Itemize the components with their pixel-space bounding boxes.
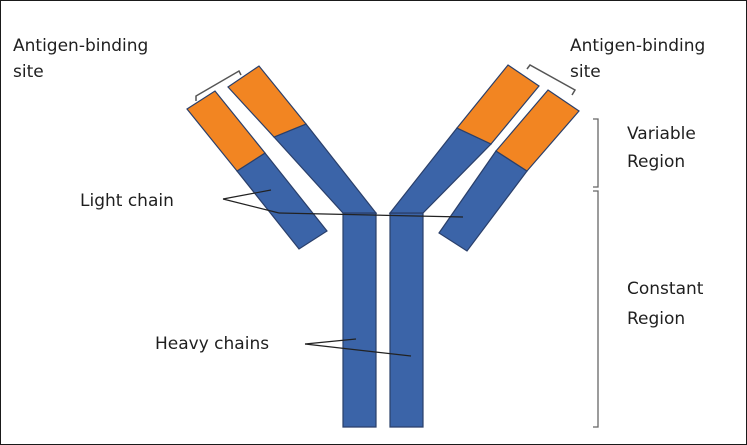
variable-region-label-line1: Variable bbox=[627, 122, 696, 146]
light-chain-label: Light chain bbox=[80, 189, 174, 213]
variable-region-bracket bbox=[593, 119, 598, 187]
constant-region-bracket bbox=[593, 191, 598, 427]
heavy-chains-label: Heavy chains bbox=[155, 332, 269, 356]
heavy-chain-left-stem bbox=[343, 213, 376, 427]
variable-region-label-line2: Region bbox=[627, 150, 685, 174]
antigen-binding-label-right-line2: site bbox=[570, 60, 601, 84]
antigen-binding-label-left-line2: site bbox=[13, 60, 44, 84]
antigen-binding-label-left-line1: Antigen-binding bbox=[13, 34, 148, 58]
constant-region-label-line2: Region bbox=[627, 307, 685, 331]
heavy-chain-right-stem bbox=[390, 213, 423, 427]
antigen-binding-label-right-line1: Antigen-binding bbox=[570, 34, 705, 58]
constant-region-label-line1: Constant bbox=[627, 277, 703, 301]
